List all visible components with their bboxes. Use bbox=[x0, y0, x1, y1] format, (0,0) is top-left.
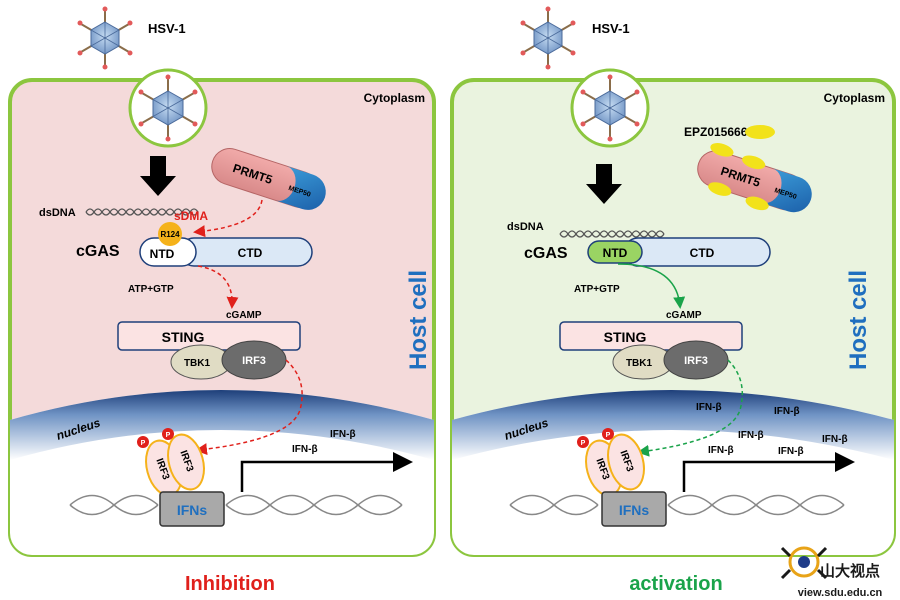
left-transcription-arrow bbox=[240, 452, 413, 492]
right-sting-label: STING bbox=[604, 329, 647, 345]
left-cgas-label: cGAS bbox=[76, 243, 120, 260]
logo-url: view.sdu.edu.cn bbox=[798, 587, 883, 599]
right-ifnb-label-2: IFN-β bbox=[774, 406, 800, 417]
left-hsv1-label: HSV-1 bbox=[148, 21, 186, 36]
bound-inhibitor-a bbox=[710, 143, 734, 157]
left-panel: HSV-1 Cytoplasm dsDNA PR bbox=[8, 6, 436, 595]
right-transcription-arrow bbox=[682, 452, 855, 492]
sdu-view-logo: 山大视点 view.sdu.edu.cn bbox=[780, 546, 883, 599]
left-ctd-label: CTD bbox=[238, 246, 263, 260]
right-entering-virus-icon bbox=[580, 74, 640, 142]
right-hsv1-label: HSV-1 bbox=[592, 21, 630, 36]
left-irf3-translocation-arrow bbox=[195, 359, 303, 455]
left-ifns-label: IFNs bbox=[177, 502, 208, 518]
right-irf3-dimer: IRF3 IRF3 P P bbox=[577, 428, 645, 497]
left-entering-virus-icon bbox=[138, 74, 198, 142]
left-methylation-arrow bbox=[193, 199, 263, 238]
logo-rays-icon bbox=[780, 546, 828, 580]
inhibitor-label: EPZ015666 bbox=[684, 125, 748, 139]
left-genomic-dna-b bbox=[69, 494, 403, 516]
right-nuclear-envelope bbox=[452, 390, 894, 460]
right-cgas-label: cGAS bbox=[524, 245, 568, 262]
inhibition-caption: Inhibition bbox=[185, 573, 275, 595]
left-ntd-label: NTD bbox=[150, 247, 175, 261]
right-tbk1-label: TBK1 bbox=[626, 358, 653, 369]
left-phospho-a bbox=[137, 436, 149, 448]
right-genomic-dna-b bbox=[509, 494, 845, 516]
left-sting-label: STING bbox=[162, 329, 205, 345]
right-panel: HSV-1 Cytoplasm EPZ015666 PRMT5 bbox=[450, 6, 896, 595]
left-hsv1-virus-icon bbox=[77, 6, 133, 70]
left-r124-site bbox=[158, 222, 182, 246]
right-ntd-label: NTD bbox=[603, 246, 628, 260]
right-ifns-label: IFNs bbox=[619, 502, 650, 518]
right-phospho-b bbox=[602, 428, 614, 440]
left-cytoplasm-label: Cytoplasm bbox=[364, 91, 425, 105]
left-phospho-a-label: P bbox=[141, 440, 146, 447]
right-host-cell-label: Host cell bbox=[845, 270, 872, 370]
right-phospho-a bbox=[577, 436, 589, 448]
right-phospho-a-label: P bbox=[581, 440, 586, 447]
left-phospho-b bbox=[162, 428, 174, 440]
right-cgamp-arrow bbox=[617, 263, 686, 309]
left-atp-gtp-label: ATP+GTP bbox=[128, 284, 174, 295]
logo-eye-icon bbox=[798, 556, 810, 568]
left-cgamp-arrow bbox=[197, 265, 239, 309]
right-ifnb-label-1: IFN-β bbox=[696, 402, 722, 413]
right-ifnb-label-5: IFN-β bbox=[708, 445, 734, 456]
right-ifnb-label-4: IFN-β bbox=[822, 434, 848, 445]
left-ifns-gene-box bbox=[159, 491, 225, 527]
right-cytoplasm-label: Cytoplasm bbox=[824, 91, 885, 105]
left-irf3-monomer-b bbox=[167, 433, 205, 491]
right-phospho-b-label: P bbox=[606, 432, 611, 439]
right-ifnb-label-6: IFN-β bbox=[778, 446, 804, 457]
left-tbk1-label: TBK1 bbox=[184, 358, 211, 369]
left-entry-arrow bbox=[140, 156, 176, 196]
right-mep50-shape bbox=[761, 168, 812, 213]
left-sdma-label: sDMA bbox=[174, 209, 208, 223]
left-mep50-shape bbox=[275, 166, 326, 210]
right-ifnb-label-3: IFN-β bbox=[738, 430, 764, 441]
bound-inhibitor-d bbox=[745, 196, 769, 211]
left-dsdna-label: dsDNA bbox=[39, 207, 76, 219]
right-ifns-gene-box bbox=[601, 491, 667, 527]
right-dsdna-label: dsDNA bbox=[507, 221, 544, 233]
left-irf3-label: IRF3 bbox=[242, 355, 266, 367]
right-ntd-domain bbox=[587, 240, 643, 264]
bound-inhibitor-b bbox=[742, 155, 766, 170]
left-irf3-dimer: IRF3 IRF3 P P bbox=[137, 428, 205, 497]
left-ifnb-label-b: IFN-β bbox=[330, 429, 356, 440]
left-host-cell-label: Host cell bbox=[405, 270, 432, 370]
bound-inhibitor-c bbox=[708, 182, 732, 196]
logo-text: 山大视点 bbox=[820, 562, 880, 580]
right-ctd-label: CTD bbox=[690, 246, 715, 260]
right-dsdna-strand-a bbox=[559, 230, 665, 238]
left-phospho-b-label: P bbox=[166, 432, 171, 439]
right-irf3-label: IRF3 bbox=[684, 355, 708, 367]
right-irf3-translocation-arrow bbox=[637, 359, 743, 457]
right-entry-arrow bbox=[586, 164, 622, 204]
left-dsdna-strand-b bbox=[85, 208, 199, 216]
left-r124-label: R124 bbox=[160, 230, 180, 239]
right-atp-gtp-label: ATP+GTP bbox=[574, 284, 620, 295]
right-hsv1-virus-icon bbox=[520, 6, 576, 70]
left-cgamp-label: cGAMP bbox=[226, 310, 262, 321]
left-nuclear-envelope bbox=[10, 390, 434, 460]
right-cgamp-label: cGAMP bbox=[666, 310, 702, 321]
right-irf3-monomer-b bbox=[607, 433, 645, 491]
left-prmt5-complex: PRMT5 MEP50 bbox=[211, 148, 326, 210]
activation-caption: activation bbox=[629, 573, 722, 595]
right-prmt5-complex: PRMT5 MEP50 bbox=[697, 143, 812, 213]
right-dsdna-strand-b bbox=[559, 230, 665, 238]
logo-ring-icon bbox=[788, 546, 820, 578]
left-ifnb-label-a: IFN-β bbox=[292, 444, 318, 455]
inhibitor-molecule bbox=[745, 125, 775, 139]
